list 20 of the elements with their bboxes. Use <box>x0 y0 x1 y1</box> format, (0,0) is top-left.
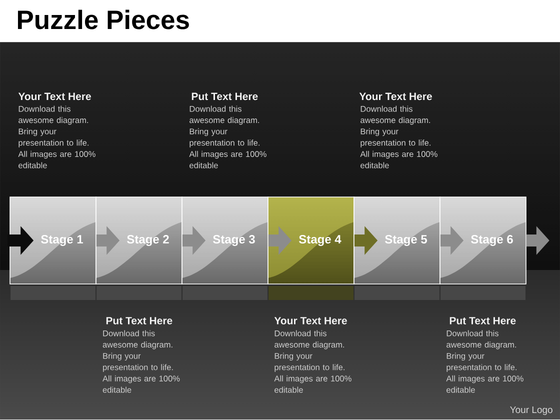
heading: Put Text Here <box>192 92 258 100</box>
body-text: Download this awesome diagram. Bring your presentation to life. All images are 100% editable <box>446 330 524 393</box>
heading: Your Text Here <box>18 92 91 100</box>
puzzle-piece: Stage 6 <box>440 196 526 300</box>
puzzle-piece: Stage 4 <box>268 196 354 300</box>
body-text: Download this awesome diagram. Bring your presentation to life. All images are 100% editable <box>360 106 438 168</box>
body-text: Download this awesome diagram. Bring your presentation to life. All images are 100% editable <box>274 330 352 393</box>
puzzle-piece: Stage 2 <box>96 196 182 300</box>
footer-text: Your Logo <box>510 406 552 415</box>
puzzle-piece: Stage 1 <box>10 196 96 300</box>
body-text: Download this awesome diagram. Bring your presentation to life. All images are 100% editable <box>189 106 266 168</box>
body-text: Download this awesome diagram. Bring your presentation to life. All images are 100% editable <box>18 106 96 168</box>
body-text: Download this awesome diagram. Bring your presentation to life. All images are 100% editable <box>102 330 180 393</box>
heading: Put Text Here <box>106 317 172 324</box>
heading: Put Text Here <box>450 317 516 324</box>
title: Puzzle Pieces <box>18 10 189 30</box>
heading: Your Text Here <box>274 317 347 324</box>
puzzle-piece: Stage 5 <box>354 196 440 300</box>
heading: Your Text Here <box>359 92 432 100</box>
puzzle-piece: Stage 3 <box>182 196 268 300</box>
